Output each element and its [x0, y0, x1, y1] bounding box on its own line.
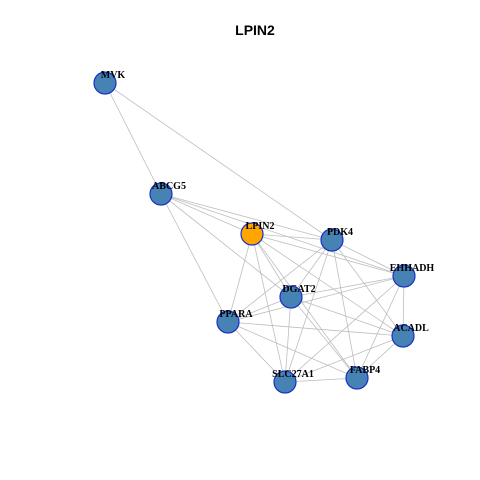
edge-pdk4-dgat2	[290, 239, 333, 298]
edge-abcg5-dgat2	[160, 193, 292, 298]
edge-dgat2-acadl	[290, 296, 404, 337]
node-ehhadh	[392, 264, 416, 288]
edge-mvk-abcg5	[104, 82, 162, 195]
node-label-lpin2: LPIN2	[246, 221, 275, 232]
graph-title: LPIN2	[235, 22, 275, 38]
node-label-ehhadh: EHHADH	[390, 263, 435, 274]
edge-lpin2-ehhadh	[251, 233, 405, 277]
node-pdk4	[320, 228, 344, 252]
edge-ppara-fabp4	[227, 321, 358, 379]
edge-ehhadh-dgat2	[290, 275, 405, 298]
edge-abcg5-ppara	[160, 193, 229, 323]
node-label-fabp4: FABP4	[350, 365, 380, 376]
node-slc27a1	[273, 370, 297, 394]
edge-pdk4-acadl	[331, 239, 404, 337]
edge-ehhadh-ppara	[227, 275, 405, 323]
node-dgat2	[279, 285, 303, 309]
node-label-abcg5: ABCG5	[152, 181, 186, 192]
edge-abcg5-lpin2	[160, 193, 253, 235]
edge-lpin2-acadl	[251, 233, 404, 337]
edge-pdk4-ehhadh	[331, 239, 405, 277]
edge-lpin2-dgat2	[251, 233, 292, 298]
edge-lpin2-pdk4	[251, 233, 333, 241]
edge-ppara-acadl	[227, 321, 404, 337]
node-label-acadl: ACADL	[393, 323, 429, 334]
nodes-layer	[93, 71, 416, 394]
edge-acadl-slc27a1	[284, 335, 404, 383]
edge-lpin2-ppara	[227, 233, 253, 323]
edge-ehhadh-fabp4	[356, 275, 405, 379]
node-ppara	[216, 310, 240, 334]
edge-dgat2-slc27a1	[284, 296, 292, 383]
node-label-slc27a1: SLC27A1	[272, 369, 314, 380]
node-abcg5	[149, 182, 173, 206]
node-label-pdk4: PDK4	[327, 227, 353, 238]
edge-ehhadh-slc27a1	[284, 275, 405, 383]
node-label-mvk: MVK	[101, 70, 126, 81]
edge-pdk4-ppara	[227, 239, 333, 323]
edge-dgat2-fabp4	[290, 296, 358, 379]
edge-abcg5-ehhadh	[160, 193, 405, 277]
node-lpin2	[240, 222, 264, 246]
edge-abcg5-pdk4	[160, 193, 333, 241]
node-acadl	[391, 324, 415, 348]
edge-mvk-pdk4	[104, 82, 333, 241]
node-fabp4	[345, 366, 369, 390]
edge-pdk4-slc27a1	[284, 239, 333, 383]
edge-lpin2-fabp4	[251, 233, 358, 379]
node-label-ppara: PPARA	[219, 309, 253, 320]
edge-lpin2-slc27a1	[251, 233, 286, 383]
edge-pdk4-fabp4	[331, 239, 358, 379]
node-label-dgat2: DGAT2	[282, 284, 315, 295]
edge-slc27a1-fabp4	[284, 377, 358, 383]
edge-ppara-slc27a1	[227, 321, 286, 383]
node-mvk	[93, 71, 117, 95]
